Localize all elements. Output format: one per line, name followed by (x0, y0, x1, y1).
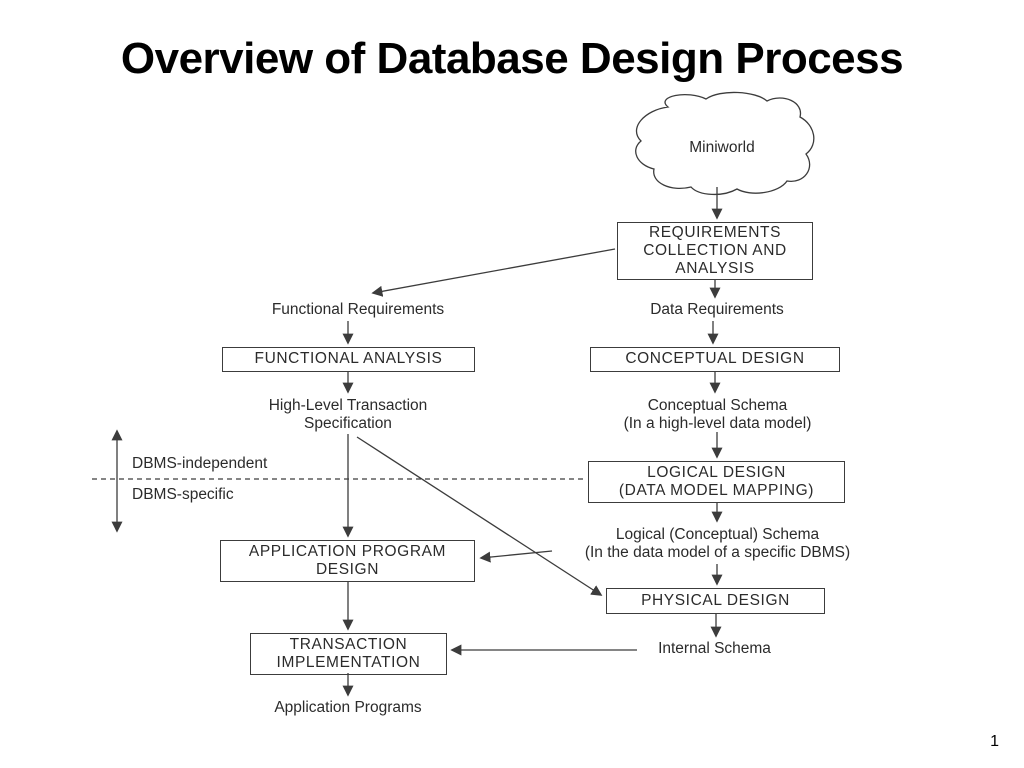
label-line: Specification (304, 414, 392, 432)
conceptual-design-box: CONCEPTUAL DESIGN (590, 347, 840, 372)
box-label: (DATA MODEL MAPPING) (618, 482, 815, 499)
box-label: TRANSACTION (289, 635, 408, 653)
miniworld-label: Miniworld (689, 139, 755, 156)
application-programs-label: Application Programs (274, 699, 422, 716)
logical-design-box: LOGICAL DESIGN (DATA MODEL MAPPING) (588, 461, 845, 503)
box-label: DESIGN (315, 561, 380, 578)
requirements-collection-box: REQUIREMENTS COLLECTION AND ANALYSIS (617, 222, 813, 280)
arrow-logical-schema-to-application-program-design (479, 550, 553, 563)
box-label: PHYSICAL DESIGN (641, 591, 790, 609)
label-line: (In a high-level data model) (623, 414, 812, 432)
logical-schema-label: Logical (Conceptual) Schema (In the data… (530, 526, 905, 562)
box-label: REQUIREMENTS (648, 223, 782, 241)
page-number: 1 (990, 733, 999, 750)
high-level-transaction-label: High-Level Transaction Specification (238, 397, 458, 433)
internal-schema-label: Internal Schema (658, 640, 771, 657)
data-requirements-label: Data Requirements (650, 301, 784, 318)
dbms-independent-label: DBMS-independent (132, 455, 268, 472)
label-line: Conceptual Schema (647, 397, 788, 414)
functional-analysis-box: FUNCTIONAL ANALYSIS (222, 347, 475, 372)
conceptual-schema-label: Conceptual Schema (In a high-level data … (585, 397, 850, 433)
arrow-requirements-to-functional-requirements (371, 248, 616, 297)
arrow-high-level-transaction-to-physical-design (356, 436, 603, 596)
application-program-design-box: APPLICATION PROGRAM DESIGN (220, 540, 475, 582)
box-label: APPLICATION PROGRAM (248, 542, 447, 560)
box-label: FUNCTIONAL ANALYSIS (254, 350, 443, 368)
label-line: (In the data model of a specific DBMS) (584, 543, 851, 561)
label-line: Logical (Conceptual) Schema (615, 526, 820, 543)
box-label: COLLECTION AND (643, 241, 787, 259)
functional-requirements-label: Functional Requirements (271, 301, 445, 318)
physical-design-box: PHYSICAL DESIGN (606, 588, 825, 614)
box-label: LOGICAL DESIGN (647, 463, 786, 481)
box-label: CONCEPTUAL DESIGN (625, 350, 805, 368)
box-label: ANALYSIS (675, 260, 755, 278)
dbms-specific-label: DBMS-specific (132, 486, 234, 503)
box-label: IMPLEMENTATION (276, 654, 421, 671)
label-line: High-Level Transaction (268, 397, 428, 414)
miniworld-cloud (635, 91, 815, 196)
slide-title: Overview of Database Design Process (120, 34, 904, 83)
